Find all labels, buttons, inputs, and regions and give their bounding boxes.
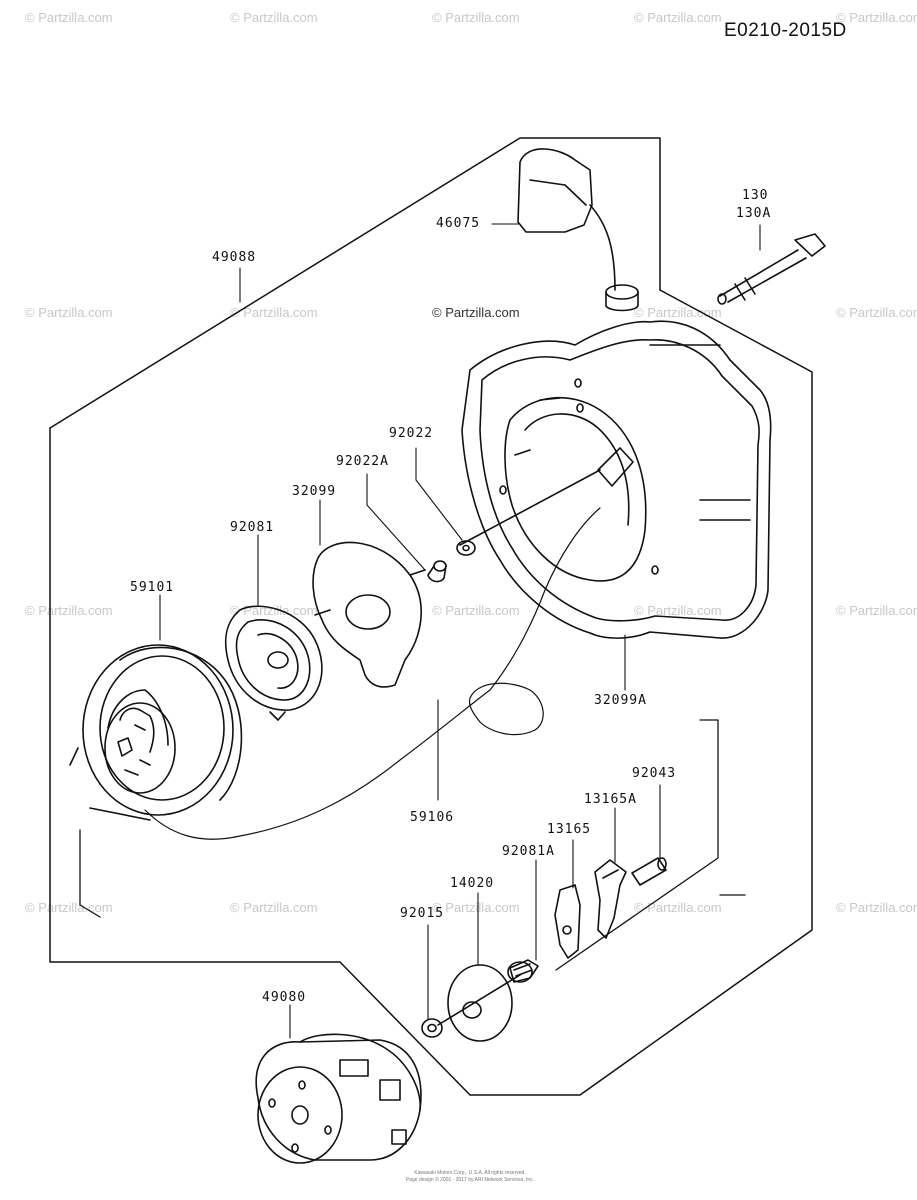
ratchet-plate	[312, 541, 426, 688]
watermark: © Partzilla.com	[25, 305, 113, 320]
part-label-13165a: 13165A	[584, 792, 637, 807]
watermark: © Partzilla.com	[25, 603, 113, 618]
friction-spring	[507, 959, 539, 983]
part-label-46075: 46075	[436, 216, 481, 231]
part-label-59101: 59101	[130, 580, 175, 595]
watermark: © Partzilla.com	[836, 900, 917, 915]
part-label-92022a: 92022A	[336, 454, 389, 469]
starter-handle	[517, 148, 639, 312]
watermark: © Partzilla.com	[230, 305, 318, 320]
watermark: © Partzilla.com	[836, 10, 917, 25]
part-label-130: 130	[742, 188, 769, 203]
nut	[421, 1018, 443, 1038]
diagram-code: E0210-2015D	[724, 20, 847, 41]
part-label-92015: 92015	[400, 906, 445, 921]
watermark: © Partzilla.com	[25, 10, 113, 25]
part-label-59106: 59106	[410, 810, 455, 825]
part-label-32099: 32099	[292, 484, 337, 499]
watermark: © Partzilla.com	[634, 603, 722, 618]
assembly-boundary	[49, 137, 813, 1096]
leader-lines	[159, 223, 761, 1039]
part-label-49080: 49080	[262, 990, 307, 1005]
watermark: © Partzilla.com	[230, 10, 318, 25]
recoil-spring	[224, 605, 323, 721]
part-label-14020: 14020	[450, 876, 495, 891]
ratchet-guide	[594, 859, 627, 939]
watermark: © Partzilla.com	[432, 603, 520, 618]
starter-rope	[144, 507, 601, 840]
sub-boundary	[79, 719, 746, 971]
watermark: © Partzilla.com	[634, 900, 722, 915]
watermark: © Partzilla.com	[836, 305, 917, 320]
washer	[456, 540, 476, 556]
watermark: © Partzilla.com	[836, 603, 917, 618]
rope-reel	[69, 644, 243, 821]
friction-plate	[437, 964, 521, 1042]
copyright-line-1: Kawasaki Motors Corp., U.S.A. All rights…	[414, 1170, 526, 1176]
watermark-center: © Partzilla.com	[432, 305, 520, 320]
part-label-92022: 92022	[389, 426, 434, 441]
ratchet	[554, 884, 581, 959]
part-label-13165: 13165	[547, 822, 592, 837]
part-label-92081a: 92081A	[502, 844, 555, 859]
part-label-92043: 92043	[632, 766, 677, 781]
bolt	[717, 233, 826, 305]
watermark: © Partzilla.com	[432, 900, 520, 915]
watermark: © Partzilla.com	[634, 10, 722, 25]
part-label-92081: 92081	[230, 520, 275, 535]
part-label-130a: 130A	[736, 206, 772, 221]
watermark: © Partzilla.com	[432, 10, 520, 25]
watermark: © Partzilla.com	[230, 900, 318, 915]
pin	[631, 857, 667, 886]
copyright-line-2: Page design © 2001 - 2017 by ARI Network…	[405, 1177, 535, 1183]
collar	[427, 560, 447, 583]
starter-cup	[255, 1033, 422, 1164]
starter-case	[459, 320, 772, 639]
part-label-49088: 49088	[212, 250, 257, 265]
part-label-32099a: 32099A	[594, 693, 647, 708]
watermark: © Partzilla.com	[634, 305, 722, 320]
